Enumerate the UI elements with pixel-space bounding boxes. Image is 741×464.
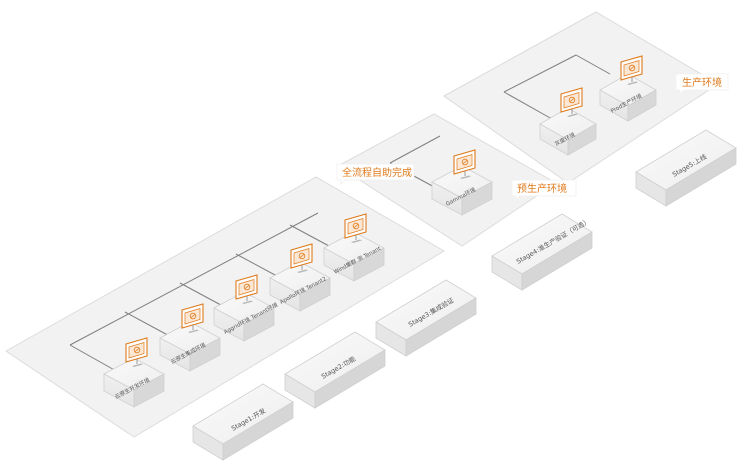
env-cloud-integration[interactable]: 云原生集成环境 bbox=[159, 303, 221, 372]
callout-prod: 生产环境 bbox=[675, 73, 729, 95]
stage5-block[interactable]: Stage5:上线 bbox=[635, 129, 737, 207]
env-gamma[interactable]: Gamma环境 bbox=[431, 149, 493, 216]
env-grey[interactable]: 灰度环境 bbox=[539, 87, 597, 156]
stage1-block[interactable]: Stage1:开发 bbox=[192, 383, 294, 461]
stage4-block[interactable]: Stage4:准生产验证（可选） bbox=[491, 213, 593, 291]
callout-preprod: 预生产环境 bbox=[511, 179, 577, 201]
callout-preprod-text: 预生产环境 bbox=[517, 182, 567, 195]
callout-prod-text: 生产环境 bbox=[682, 76, 722, 89]
env-aggrid[interactable]: Aggrid环境 Tenant环境 bbox=[213, 274, 279, 342]
env-wind[interactable]: Wind集群 测 Tenant bbox=[323, 213, 385, 282]
env-prod[interactable]: Prod生产环境 bbox=[599, 55, 657, 122]
callout-full-process-text: 全流程自助完成 bbox=[342, 166, 412, 179]
env-dev[interactable]: 云原生开发环境 bbox=[103, 337, 165, 408]
stage2-block[interactable]: Stage2:功能 bbox=[284, 331, 386, 409]
env-apollo[interactable]: Apollo环境 Tenant2 bbox=[269, 243, 331, 312]
callout-full-process: 全流程自助完成 bbox=[336, 163, 415, 185]
stage3-block[interactable]: Stage3:集成验证 bbox=[375, 279, 477, 357]
